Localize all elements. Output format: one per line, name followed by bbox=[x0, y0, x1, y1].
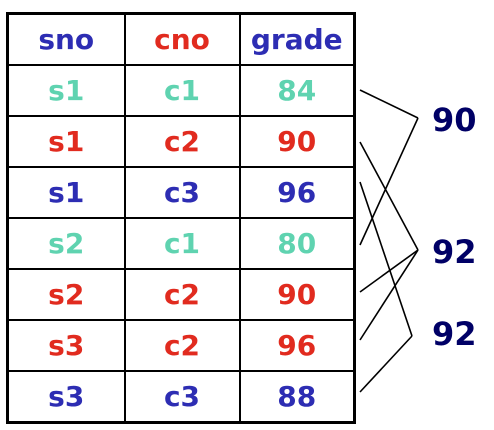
table-row: s2 c2 90 bbox=[6, 268, 356, 321]
cell-cno: c1 bbox=[123, 64, 241, 117]
table-row: s1 c3 96 bbox=[6, 166, 356, 219]
table-header-row: sno cno grade bbox=[6, 12, 356, 66]
connector-line bbox=[359, 249, 419, 293]
connector-line bbox=[359, 181, 413, 337]
cell-grade: 80 bbox=[238, 217, 356, 270]
cell-grade: 90 bbox=[238, 268, 356, 321]
cell-sno: s3 bbox=[6, 319, 126, 372]
cell-sno: s1 bbox=[6, 64, 126, 117]
header-cno: cno bbox=[123, 12, 241, 66]
table-row: s3 c2 96 bbox=[6, 319, 356, 372]
cell-cno: c3 bbox=[123, 166, 241, 219]
cell-cno: c2 bbox=[123, 115, 241, 168]
cell-sno: s1 bbox=[6, 115, 126, 168]
table-row: s3 c3 88 bbox=[6, 370, 356, 424]
connector-line bbox=[359, 89, 419, 119]
grades-table: sno cno grade s1 c1 84 s1 c2 90 s1 c3 96 bbox=[6, 12, 356, 424]
header-grade: grade bbox=[238, 12, 356, 66]
cell-cno: c2 bbox=[123, 268, 241, 321]
cell-cno: c1 bbox=[123, 217, 241, 270]
cell-grade: 96 bbox=[238, 166, 356, 219]
cell-sno: s1 bbox=[6, 166, 126, 219]
cell-grade: 84 bbox=[238, 64, 356, 117]
table-row: s1 c2 90 bbox=[6, 115, 356, 168]
connector-line bbox=[359, 249, 419, 341]
cell-grade: 90 bbox=[238, 115, 356, 168]
cell-cno: c3 bbox=[123, 370, 241, 424]
cell-sno: s2 bbox=[6, 268, 126, 321]
average-label-2: 92 bbox=[432, 233, 477, 271]
cell-grade: 96 bbox=[238, 319, 356, 372]
average-label-3: 92 bbox=[432, 315, 477, 353]
cell-sno: s2 bbox=[6, 217, 126, 270]
cell-grade: 88 bbox=[238, 370, 356, 424]
average-label-1: 90 bbox=[432, 101, 477, 139]
connector-line bbox=[359, 141, 419, 251]
header-sno: sno bbox=[6, 12, 126, 66]
connector-line bbox=[359, 335, 413, 393]
connector-line bbox=[359, 117, 419, 246]
table-row: s2 c1 80 bbox=[6, 217, 356, 270]
cell-cno: c2 bbox=[123, 319, 241, 372]
table-row: s1 c1 84 bbox=[6, 64, 356, 117]
cell-sno: s3 bbox=[6, 370, 126, 424]
